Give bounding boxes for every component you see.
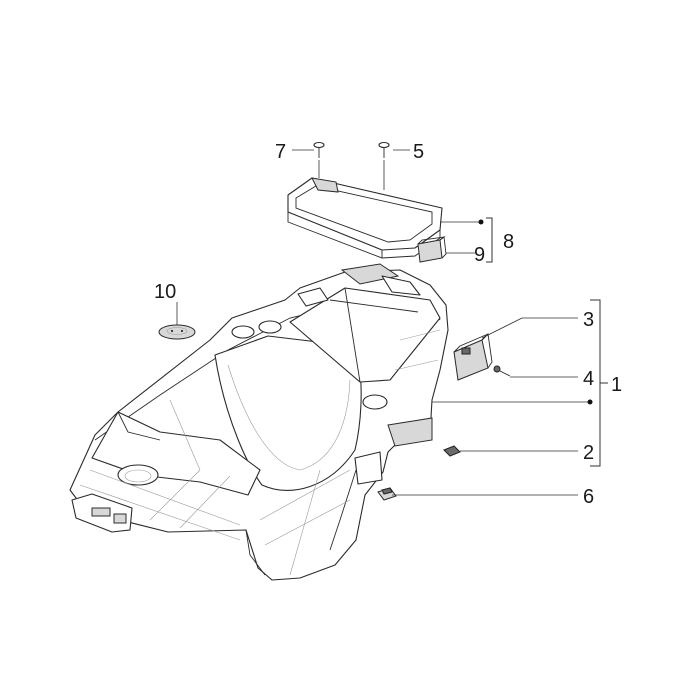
bracket-clip	[377, 487, 397, 501]
callout-7: 7	[275, 141, 286, 163]
leader-lines	[176, 149, 588, 496]
callout-8: 8	[503, 231, 514, 253]
clip-nut	[443, 445, 461, 457]
dot-8	[478, 219, 484, 225]
screw-7	[313, 141, 325, 158]
dot-1	[587, 399, 593, 405]
bracket-8	[486, 217, 493, 263]
callout-5: 5	[413, 141, 424, 163]
callout-1: 1	[611, 374, 622, 396]
rubber-plug	[158, 324, 196, 340]
callout-10: 10	[154, 281, 176, 303]
rubber-pad	[417, 236, 447, 263]
electrical-module	[453, 333, 493, 381]
callout-3: 3	[583, 309, 594, 331]
wire-connector	[493, 365, 511, 377]
callout-4: 4	[583, 368, 594, 390]
callout-2: 2	[583, 442, 594, 464]
callout-9: 9	[474, 244, 485, 266]
battery-cover	[287, 177, 443, 259]
screw-5	[378, 141, 390, 158]
helmet-compartment	[69, 263, 449, 581]
callout-6: 6	[583, 486, 594, 508]
